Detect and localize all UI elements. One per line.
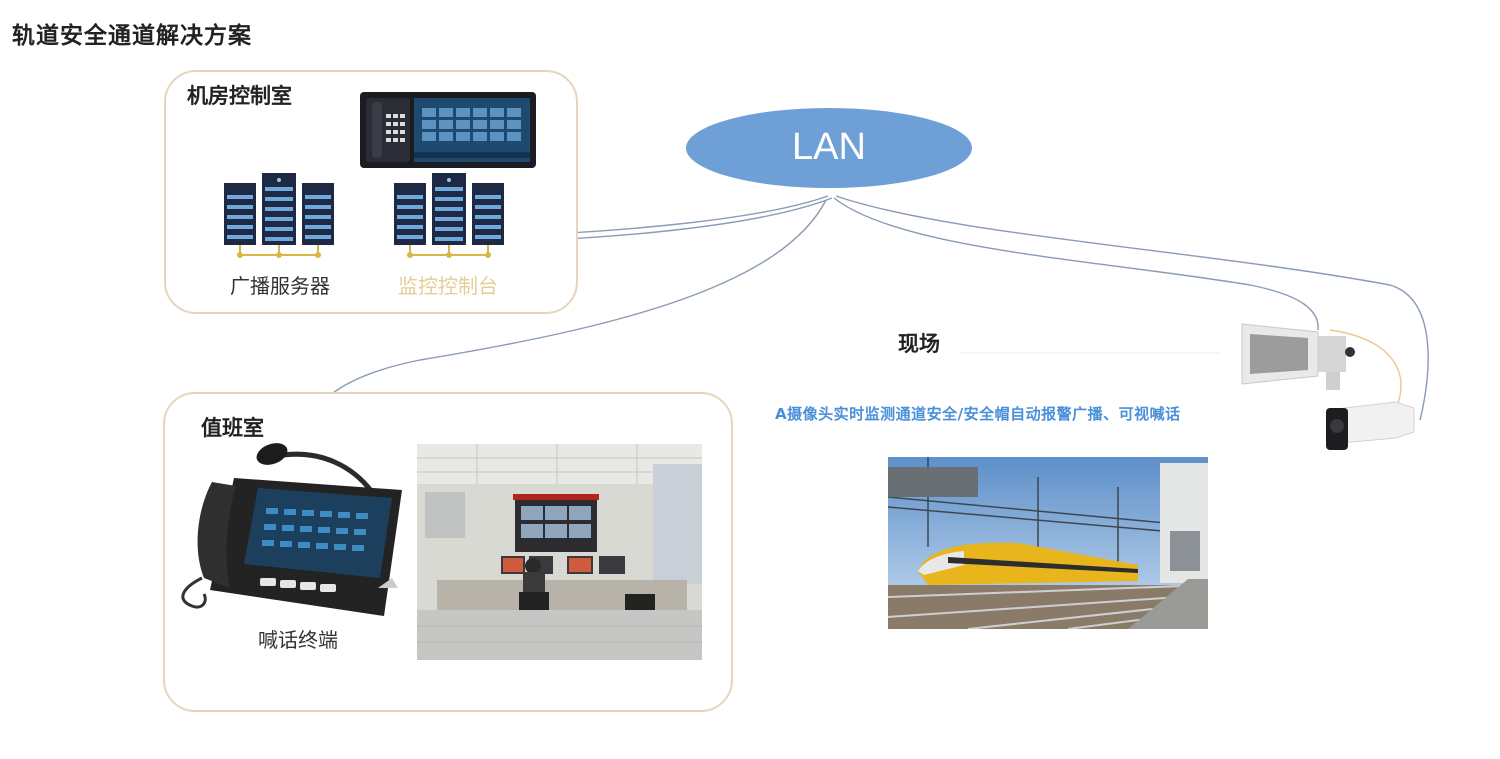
link-lan-camera [835, 195, 1429, 421]
site-divider [960, 352, 1220, 354]
horn-speaker-icon [1241, 323, 1355, 390]
link-speaker-camera [1329, 329, 1402, 411]
bullet-camera-icon [1326, 401, 1415, 450]
monitor-console-server-icon [394, 173, 504, 258]
site-title: 现场 [898, 332, 940, 356]
broadcast-server-icon [224, 173, 334, 258]
zone-machine-room-title: 机房控制室 [187, 84, 292, 108]
dispatch-console-icon [360, 92, 536, 168]
lan-label: LAN [792, 126, 866, 168]
lan-cloud [686, 108, 972, 188]
intercom-terminal-label: 喊话终端 [258, 628, 338, 652]
broadcast-server-label: 广播服务器 [230, 274, 330, 298]
site-caption: A摄像头实时监测通道安全/安全帽自动报警广播、可视喊话 [775, 405, 1181, 423]
zone-duty-room-title: 值班室 [201, 416, 264, 440]
page-title: 轨道安全通道解决方案 [12, 23, 252, 49]
control-room-photo [417, 444, 702, 660]
intercom-terminal-icon [181, 443, 402, 616]
monitor-console-label: 监控控制台 [398, 274, 498, 298]
railway-photo [888, 457, 1208, 629]
link-lan-speaker [833, 197, 1319, 331]
